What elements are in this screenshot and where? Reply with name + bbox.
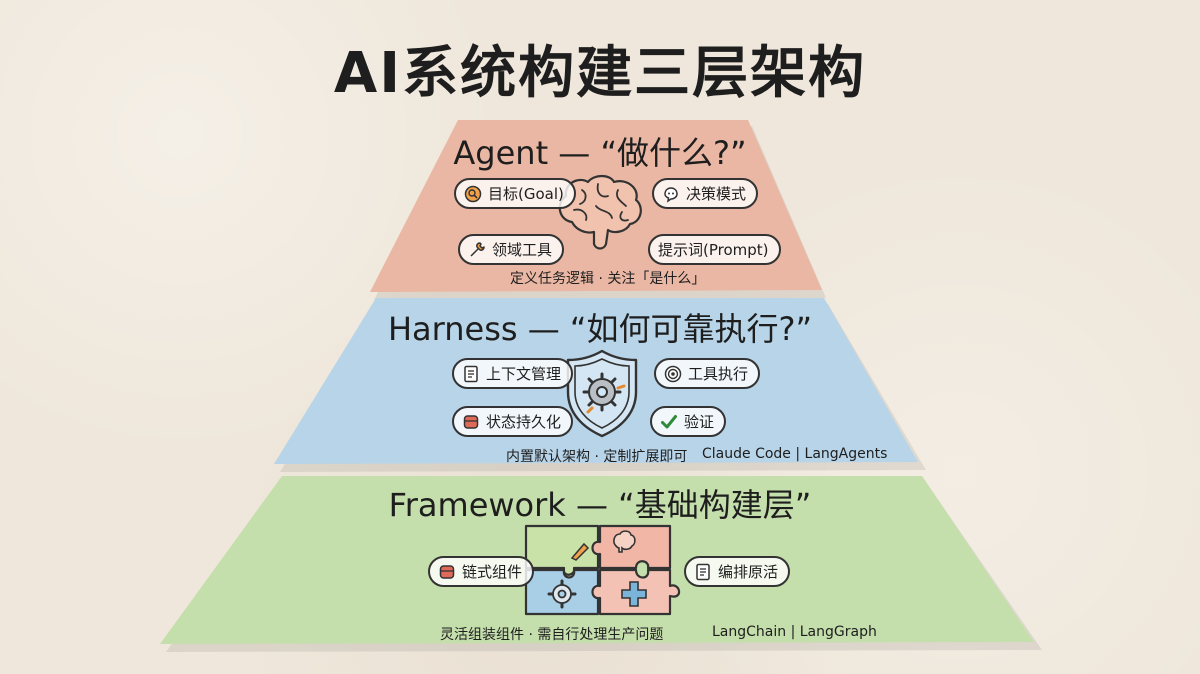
tag-domain-tools: 领域工具 xyxy=(458,234,565,265)
spiral-icon xyxy=(664,365,682,383)
diagram-title: AI系统构建三层架构 xyxy=(333,41,867,106)
tag-label: 状态持久化 xyxy=(486,413,562,431)
document-icon xyxy=(694,563,712,581)
harness-caption: 内置默认架构 · 定制扩展即可 xyxy=(506,449,688,465)
tag-decision-mode: 决策模式 xyxy=(652,178,759,209)
tag-label: 链式组件 xyxy=(462,563,523,581)
target-icon xyxy=(464,185,482,203)
decision-icon xyxy=(662,185,680,203)
tag-goal: 目标(Goal) xyxy=(454,178,576,209)
agent-caption: 定义任务逻辑 · 关注「是什么」 xyxy=(510,271,706,287)
tag-orchestration: 编排原活 xyxy=(684,556,791,587)
agent-layer: Agent — “做什么?” 目标(Goal) 决策模式 领域工具 xyxy=(0,118,1200,300)
framework-caption: 灵活组装组件 · 需自行处理生产问题 xyxy=(440,627,664,643)
tag-label: 决策模式 xyxy=(686,185,747,203)
document-icon xyxy=(462,365,480,383)
tag-label: 目标(Goal) xyxy=(488,185,564,203)
brain-icon xyxy=(558,174,642,250)
harness-layer: Harness — “如何可靠执行?” 上下文管理 工具执行 xyxy=(0,296,1200,472)
checkmark-icon xyxy=(660,413,678,431)
tag-label: 工具执行 xyxy=(688,365,749,383)
tag-prompt: 提示词(Prompt) xyxy=(648,234,781,265)
harness-tech-examples: Claude Code | LangAgents xyxy=(702,446,888,462)
tag-label: 提示词(Prompt) xyxy=(658,241,769,259)
database-icon xyxy=(462,413,480,431)
tag-label: 上下文管理 xyxy=(486,365,562,383)
tag-label: 领域工具 xyxy=(492,241,553,259)
tag-label: 验证 xyxy=(684,413,715,431)
shield-gear-icon xyxy=(566,349,638,438)
agent-layer-title: Agent — “做什么?” xyxy=(453,134,747,172)
framework-layer: Framework — “基础构建层” 链式组件 xyxy=(0,474,1200,652)
wrench-icon xyxy=(468,241,486,259)
tag-label: 编排原活 xyxy=(718,563,779,581)
framework-layer-title: Framework — “基础构建层” xyxy=(388,486,812,524)
framework-tech-examples: LangChain | LangGraph xyxy=(712,624,877,640)
database-icon xyxy=(438,563,456,581)
tag-chain-components: 链式组件 xyxy=(428,556,535,587)
puzzle-icon xyxy=(524,524,681,616)
tag-tool-execution: 工具执行 xyxy=(654,358,761,389)
harness-layer-title: Harness — “如何可靠执行?” xyxy=(387,310,813,348)
tag-state-persistence: 状态持久化 xyxy=(452,406,574,437)
tag-context-management: 上下文管理 xyxy=(452,358,574,389)
tag-verification: 验证 xyxy=(650,406,727,437)
